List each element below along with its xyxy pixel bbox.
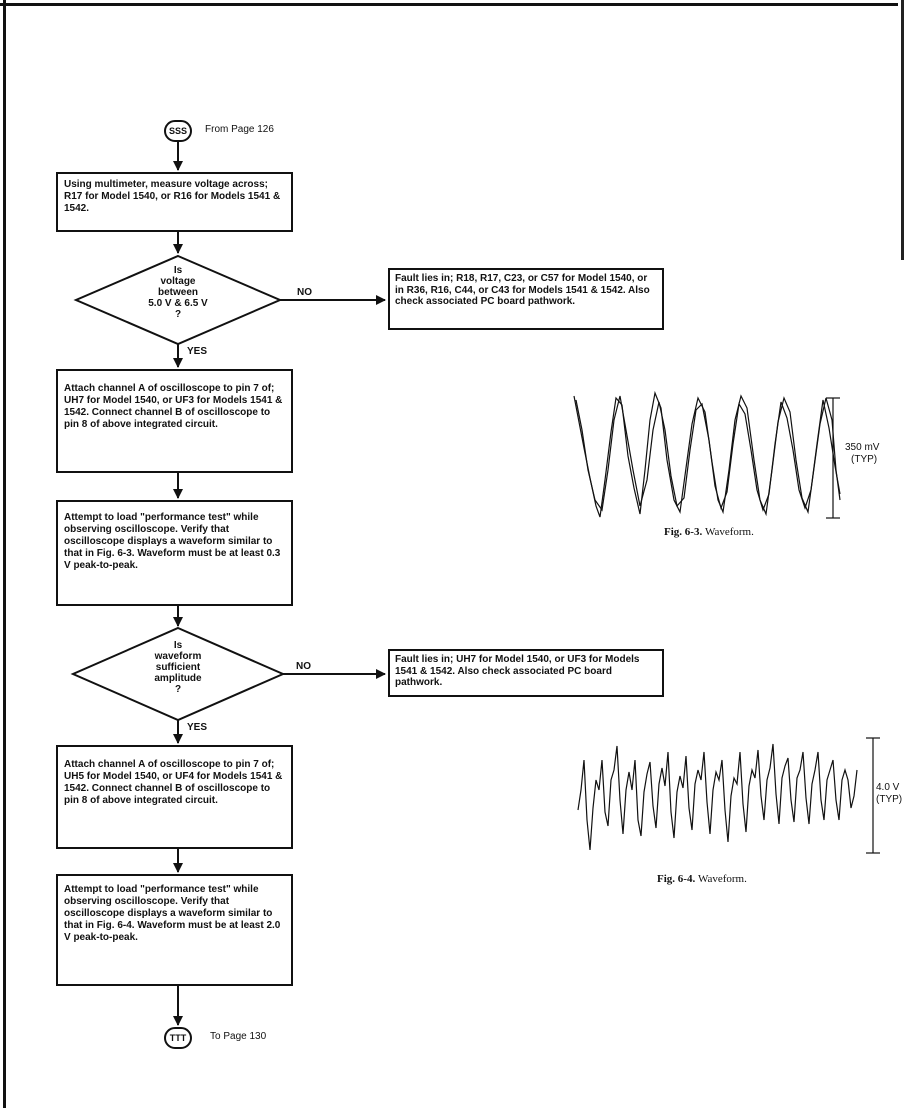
- end-connector: TTT: [164, 1027, 192, 1049]
- fig-6-3-caption: Fig. 6-3. Waveform.: [664, 526, 754, 538]
- decision-2-line-4: amplitude: [154, 673, 202, 684]
- decision-1-no-label: NO: [297, 287, 312, 298]
- fig-6-4-caption: Fig. 6-4. Waveform.: [657, 873, 747, 885]
- fig-6-3-trace-a: [573, 390, 841, 518]
- decision-1-line-4: 5.0 V & 6.5 V: [148, 298, 208, 309]
- start-connector: SSS: [164, 120, 192, 142]
- decision-2-yes-label: YES: [187, 722, 208, 733]
- start-page-ref: From Page 126: [205, 124, 274, 135]
- decision-1-line-5: ?: [174, 309, 182, 320]
- decision-2-no-label: NO: [296, 661, 311, 672]
- fault-2-box: Fault lies in; UH7 for Model 1540, or UF…: [388, 649, 664, 697]
- decision-2-line-2: waveform: [154, 651, 202, 662]
- page-edge-mark: [898, 0, 907, 260]
- step-4-box: Attach channel A of oscilloscope to pin …: [56, 745, 293, 849]
- fig-6-4-caption-number: Fig. 6-4.: [657, 873, 696, 885]
- fault-1-box: Fault lies in; R18, R17, C23, or C57 for…: [388, 268, 664, 330]
- end-page-ref: To Page 130: [210, 1031, 267, 1042]
- step-1-box: Using multimeter, measure voltage across…: [56, 172, 293, 232]
- fig-6-4-trace: [577, 743, 858, 851]
- step-3-box: Attempt to load "performance test" while…: [56, 500, 293, 606]
- decision-1-line-2: voltage: [160, 276, 196, 287]
- fig-6-4-caption-word: Waveform.: [697, 873, 747, 885]
- decision-2-text: Is waveform sufficient amplitude ?: [118, 640, 238, 695]
- fig-6-3-trace-b: [575, 395, 841, 512]
- page-border-top: [0, 3, 907, 6]
- decision-1-yes-label: YES: [187, 346, 208, 357]
- fig-6-4-scale-value: 4.0 V: [876, 782, 900, 793]
- fig-6-4-scale-note: (TYP): [876, 794, 903, 805]
- fig-6-3-caption-word: Waveform.: [704, 526, 754, 538]
- decision-1-text: Is voltage between 5.0 V & 6.5 V ?: [118, 265, 238, 320]
- page-border-left: [3, 0, 6, 1108]
- fig-6-3-scale-note: (TYP): [851, 454, 878, 465]
- fig-6-3-scale-label: 350 mV (TYP): [845, 442, 879, 466]
- decision-2-line-5: ?: [174, 684, 182, 695]
- fig-6-3-scale-value: 350 mV: [845, 442, 880, 453]
- decision-1-line-3: between: [157, 287, 198, 298]
- step-2-box: Attach channel A of oscilloscope to pin …: [56, 369, 293, 473]
- decision-1-line-1: Is: [173, 265, 183, 276]
- decision-2-line-3: sufficient: [155, 662, 201, 673]
- fig-6-3-caption-number: Fig. 6-3.: [664, 526, 703, 538]
- fig-6-4-scale-label: 4.0 V (TYP): [876, 782, 902, 806]
- step-5-box: Attempt to load "performance test" while…: [56, 874, 293, 986]
- decision-2-line-1: Is: [173, 640, 183, 651]
